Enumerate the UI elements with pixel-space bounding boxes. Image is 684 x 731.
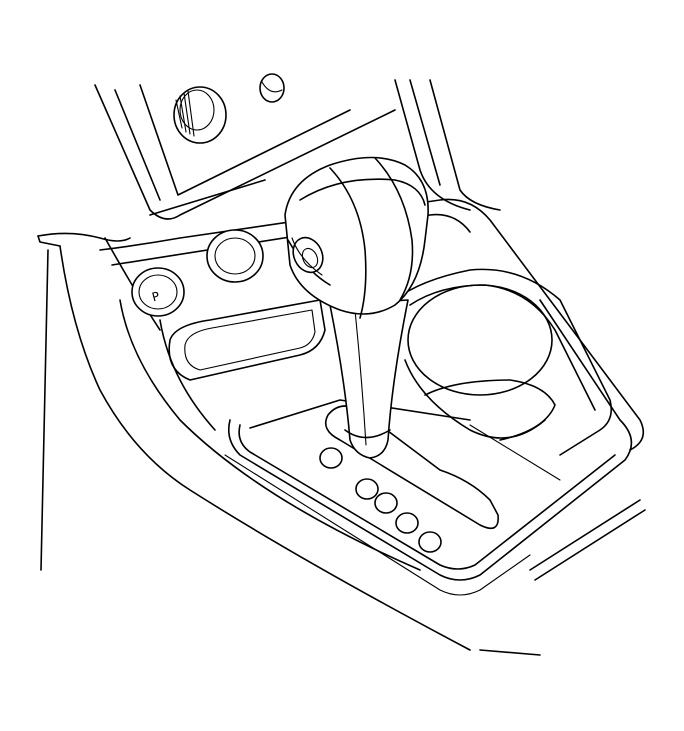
climate-knob — [173, 86, 227, 144]
gear-indicator-dot — [355, 478, 379, 500]
upper-dash-housing — [94, 73, 501, 220]
small-dial — [259, 73, 285, 103]
gear-indicator-dot — [374, 492, 398, 514]
shift-gate-plate — [224, 299, 633, 596]
gear-indicator-dot — [418, 531, 442, 553]
shift-knob-button — [292, 236, 324, 274]
cup-holder — [394, 268, 613, 481]
storage-tray — [168, 299, 326, 381]
shift-knob — [284, 156, 429, 319]
parking-brake-button: P — [131, 267, 185, 317]
gear-position-indicators — [319, 447, 442, 553]
shift-lever — [329, 299, 409, 459]
round-switch — [206, 229, 264, 283]
parking-brake-symbol: P — [150, 289, 161, 304]
gear-indicator-dot — [395, 512, 419, 534]
console-body — [99, 198, 646, 656]
gear-indicator-dot — [319, 447, 343, 469]
